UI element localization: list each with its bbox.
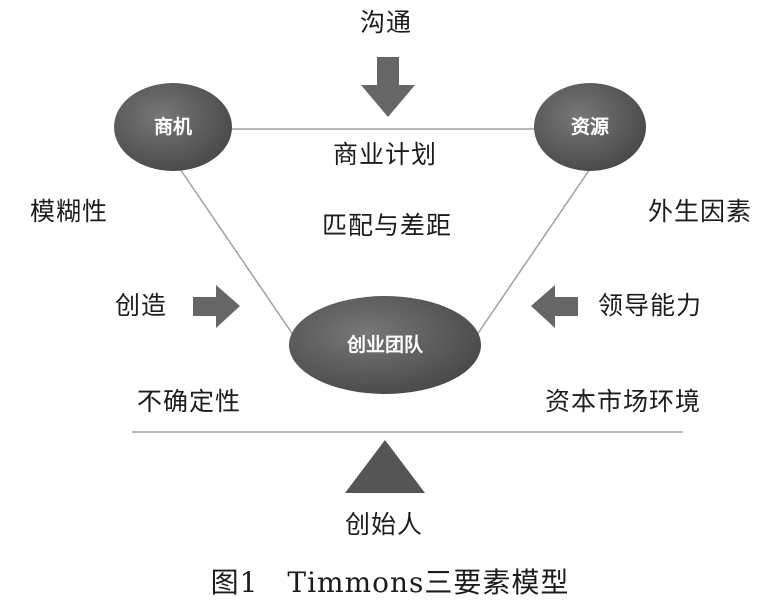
- fulcrum-triangle-icon: [345, 440, 425, 493]
- figure-caption: 图1 Timmons三要素模型: [210, 566, 570, 599]
- node-opportunity-label: 商机: [153, 116, 193, 138]
- creativity-arrow-icon: [193, 285, 240, 328]
- node-resources-label: 资源: [570, 116, 610, 138]
- label-business-plan: 商业计划: [333, 140, 438, 169]
- label-leadership: 领导能力: [598, 291, 703, 320]
- label-fit-and-gap: 匹配与差距: [322, 211, 453, 240]
- line-resources-team: [469, 165, 593, 346]
- label-capital-market: 资本市场环境: [545, 387, 702, 416]
- label-exogenous-forces: 外生因素: [648, 197, 753, 226]
- node-team-label: 创业团队: [346, 334, 424, 356]
- communication-arrow-icon: [361, 57, 415, 117]
- leadership-arrow-icon: [531, 285, 578, 328]
- label-ambiguity: 模糊性: [30, 197, 109, 226]
- label-communication: 沟通: [360, 8, 413, 37]
- label-creativity: 创造: [115, 291, 168, 320]
- label-founder: 创始人: [345, 510, 424, 539]
- node-team: [289, 296, 481, 394]
- node-resources: [534, 83, 646, 171]
- line-opportunity-team: [177, 165, 301, 346]
- node-opportunity: [114, 83, 232, 171]
- label-uncertainty: 不确定性: [137, 387, 242, 416]
